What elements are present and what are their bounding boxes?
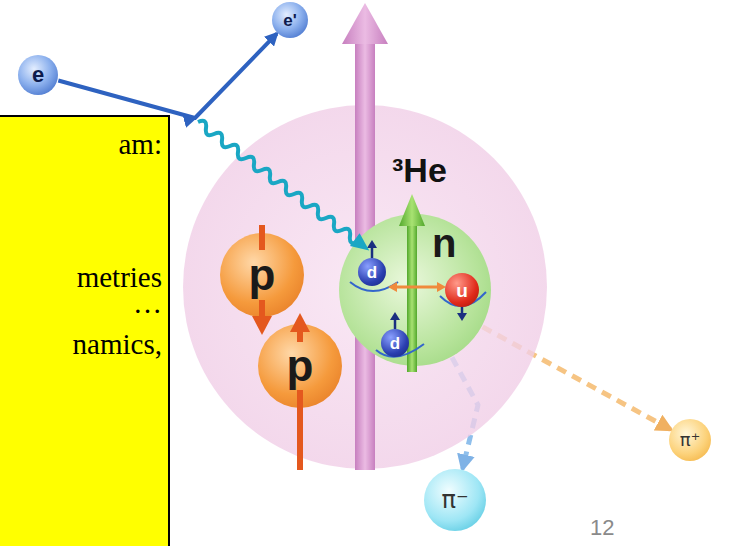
- helium3-nucleus: ³He p p n d u d: [183, 105, 547, 469]
- down-quark-label: d: [390, 335, 400, 352]
- proton-label: p: [287, 344, 314, 388]
- neutron: n d u d: [339, 214, 491, 366]
- up-quark: u: [445, 273, 479, 307]
- electron-scatter: [58, 34, 276, 118]
- proton-label: p: [249, 253, 276, 297]
- pion-minus: π⁻: [424, 469, 486, 531]
- note-box-label: am:: [119, 128, 163, 161]
- pion-plus: π⁺: [669, 419, 711, 461]
- pion-minus-label: π⁻: [441, 488, 468, 512]
- note-box-label: …: [133, 287, 162, 320]
- down-quark: d: [381, 329, 409, 357]
- pion-plus-label: π⁺: [680, 431, 700, 449]
- up-quark-label: u: [456, 281, 468, 300]
- note-box-label: namics,: [73, 328, 162, 361]
- electron-label: e: [32, 64, 44, 86]
- proton: p: [220, 233, 304, 317]
- note-box: am:metries…namics,: [0, 115, 170, 546]
- scattered-electron: e': [272, 2, 308, 38]
- proton: p: [258, 324, 342, 408]
- helium3-nucleus-label: ³He: [392, 153, 447, 187]
- down-quark-label: d: [367, 264, 377, 281]
- page-number: 12: [590, 515, 614, 541]
- neutron-label: n: [432, 223, 456, 263]
- scattered-electron-label: e': [283, 12, 297, 29]
- electron: e: [18, 55, 58, 95]
- down-quark: d: [358, 258, 386, 286]
